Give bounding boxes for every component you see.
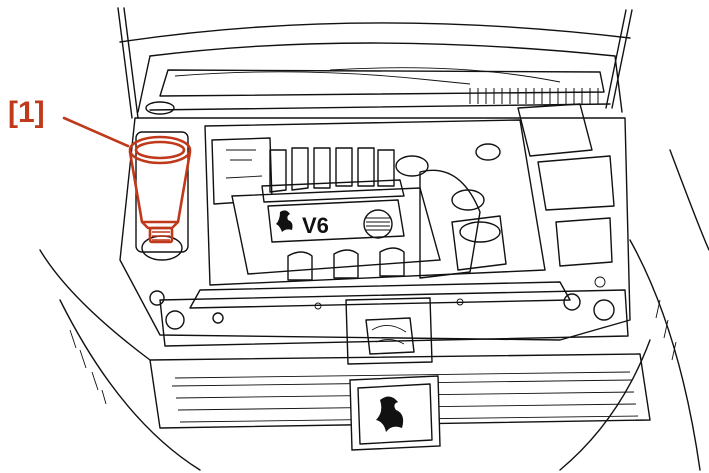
engine-cover [231, 187, 441, 275]
hood-edge [119, 22, 631, 43]
left-wing [39, 249, 151, 361]
wiper-right [329, 67, 561, 83]
battery-cover [517, 103, 593, 157]
hood-prop-left [117, 7, 133, 119]
front-fascia [149, 353, 651, 429]
wiper-left [174, 71, 471, 85]
bonnet-latch-housing [345, 297, 433, 365]
engine-bay [119, 117, 631, 341]
lion-emblem-icon [376, 396, 404, 432]
front-crossmember [189, 281, 571, 309]
lion-emblem-icon [276, 210, 293, 232]
callout-leader-line [62, 116, 130, 148]
hood-prop-right [611, 9, 633, 109]
callout-label: [1] [8, 96, 45, 129]
right-wing [669, 149, 709, 251]
engine-compartment [204, 119, 546, 286]
cowl-panel [159, 69, 605, 97]
engine-badge-text: V6 [302, 213, 329, 238]
radiator-panel [159, 289, 629, 347]
washer-reservoir [135, 131, 189, 253]
funnel-icon [128, 135, 192, 244]
fuse-box [537, 155, 615, 211]
oil-filler-cap [363, 209, 393, 239]
engine-badge-plate [267, 199, 405, 243]
